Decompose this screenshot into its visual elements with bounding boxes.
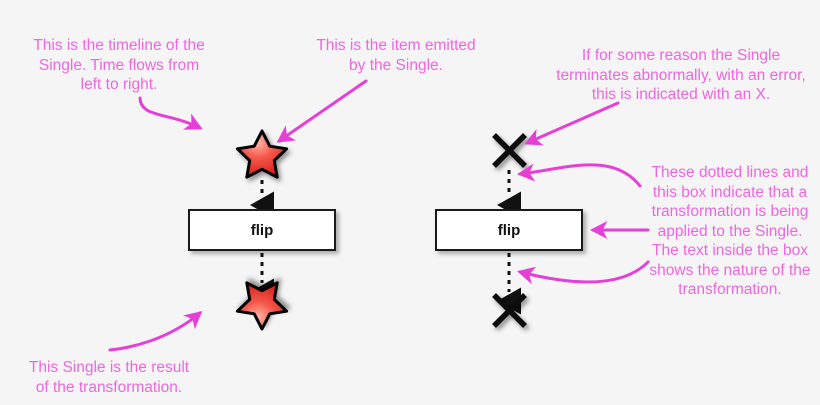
- operator-box-flip-right: flip: [435, 209, 583, 251]
- annotation-arrow-transform-top: [517, 163, 642, 188]
- annotation-text-item: This is the item emitted by the Single.: [316, 37, 476, 74]
- x-error-icon-source-right: [492, 133, 527, 168]
- diagram-success-case: [182, 129, 289, 331]
- annotation-arrow-transform-bottom: [517, 260, 650, 285]
- star-flipped-icon-result-left: [235, 281, 289, 331]
- annotation-text-result: This Single is the result of the transfo…: [28, 359, 190, 396]
- star-icon-source-left: [235, 129, 289, 179]
- annotation-arrow-item: [276, 79, 368, 143]
- annotation-text-transform: These dotted lines and this box indicate…: [649, 164, 811, 298]
- x-error-icon-result-right: [492, 293, 527, 328]
- annotation-text-error: If for some reason the Single terminates…: [556, 47, 806, 103]
- annotation-arrow-result: [108, 311, 203, 352]
- annotation-text-timeline: This is the timeline of the Single. Time…: [33, 37, 205, 93]
- diagram-error-case: [435, 133, 527, 328]
- annotation-arrow-timeline: [138, 96, 203, 130]
- annotation-arrow-error: [524, 101, 620, 146]
- operator-box-flip-left: flip: [188, 209, 336, 251]
